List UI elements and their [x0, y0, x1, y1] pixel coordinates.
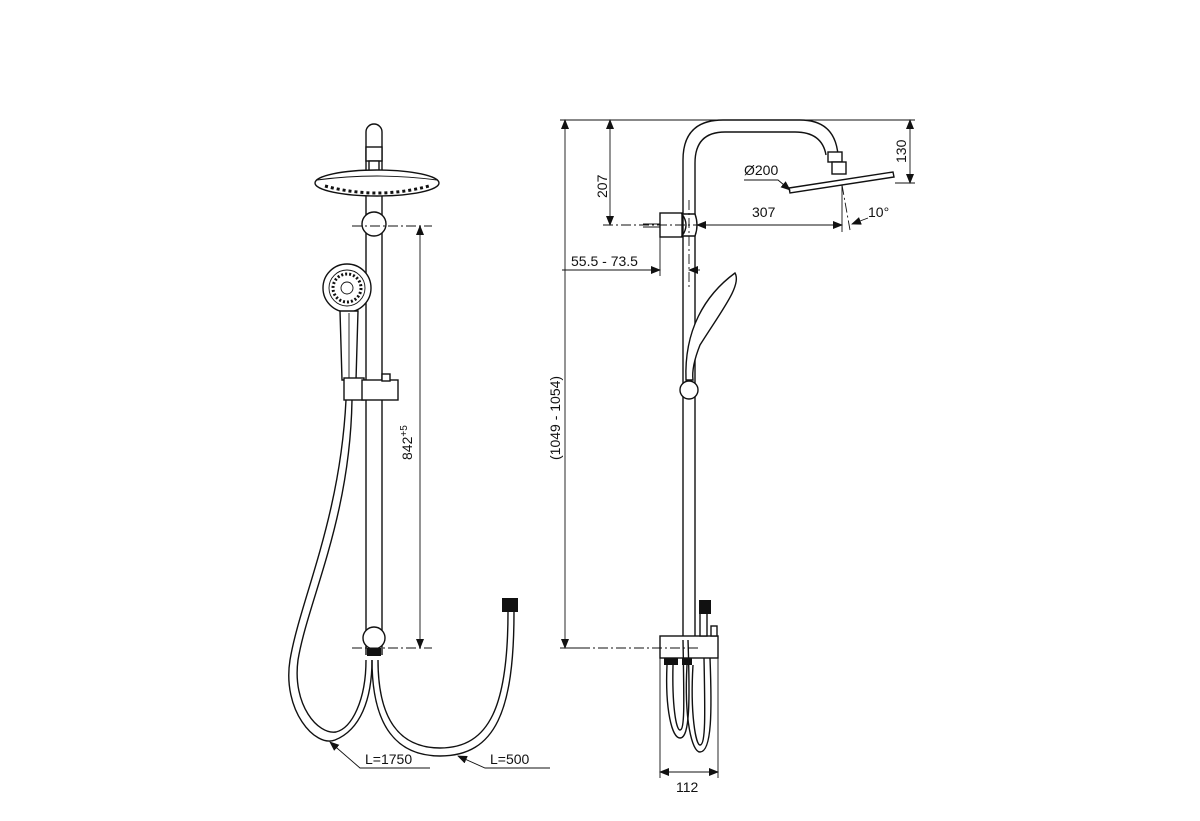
valve-width-label: 112 — [676, 779, 699, 795]
hose-end-icon — [502, 598, 518, 612]
hose-loop-2 — [685, 657, 712, 753]
hose-loop-1 — [665, 639, 690, 739]
front-view: 842+5 L=1750 L=500 — [288, 123, 550, 769]
head-tilt-label: 10° — [868, 204, 889, 220]
wall-distance-label: 55.5 - 73.5 — [571, 253, 638, 269]
height-dim-label: 842+5 — [399, 425, 415, 460]
hose-long — [288, 399, 373, 742]
arm-projection-label: 307 — [752, 204, 776, 220]
hand-shower — [322, 263, 372, 381]
arm-height-label: 207 — [594, 174, 610, 198]
head-drop-label: 130 — [893, 139, 909, 163]
hose-short — [377, 611, 509, 749]
bottom-connector — [362, 626, 386, 650]
shower-rail — [365, 123, 383, 655]
rail-ball-joint — [361, 211, 387, 237]
overhead-shower-head — [314, 169, 440, 197]
head-diameter-label: Ø200 — [744, 162, 778, 178]
side-view: (1049 - 1054) 207 130 Ø200 307 10° 55.5 … — [547, 119, 915, 795]
hose-short-label: L=500 — [490, 751, 530, 767]
overhead-shower-side — [788, 171, 895, 194]
hose-long-label: L=1750 — [365, 751, 412, 767]
hand-shower-side — [685, 271, 738, 381]
slider-bracket — [343, 377, 365, 401]
total-height-label: (1049 - 1054) — [547, 376, 563, 460]
shower-arm — [682, 119, 839, 640]
rail-collar — [365, 146, 383, 162]
